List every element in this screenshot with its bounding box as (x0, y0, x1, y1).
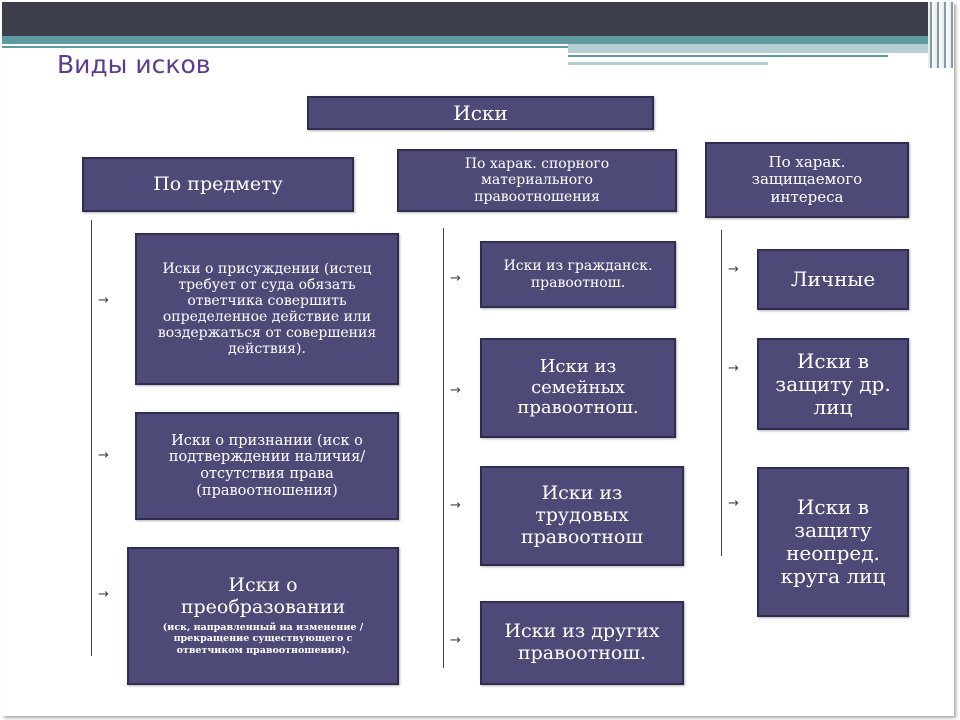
right-arrow-icon: → (450, 271, 461, 286)
claim-recognition-node: Иски о признании (иск о подтверждении на… (135, 412, 399, 520)
column-header-relation: По харак. спорного материального правоот… (397, 149, 677, 212)
column-header-subject: По предмету (82, 157, 354, 212)
header-band-pale (568, 44, 954, 53)
claim-civil-node: Иски из гражданск. правоотнош. (480, 241, 676, 308)
node-label: Иски из семейных правоотнош. (517, 355, 639, 419)
node-label: Иски о признании (иск о подтверждении на… (168, 432, 366, 499)
header-line (2, 46, 568, 48)
connector-line (91, 220, 92, 656)
claim-family-node: Иски из семейных правоотнош. (480, 338, 676, 438)
claim-indefinite-circle-node: Иски в защиту неопред. круга лиц (757, 467, 909, 617)
node-label: Иски из трудовых правоотнош (520, 482, 643, 548)
root-node: Иски (307, 96, 654, 130)
connector-line (443, 228, 444, 668)
right-arrow-icon: → (450, 633, 461, 648)
node-label: Личные (790, 267, 876, 291)
column-header-interest: По харак. защищаемого интереса (705, 142, 909, 218)
node-label: Иски о присуждении (истец требует от суд… (157, 260, 377, 358)
header-band-dark (2, 2, 954, 36)
claim-other-node: Иски из других правоотнош. (480, 601, 684, 685)
right-arrow-icon: → (98, 293, 109, 308)
column-header-label: По предмету (153, 172, 283, 195)
claim-award-node: Иски о присуждении (истец требует от суд… (135, 233, 399, 385)
connector-line (721, 230, 722, 556)
right-arrow-icon: → (728, 262, 739, 277)
column-header-label: По харак. спорного материального правоот… (464, 156, 610, 205)
node-label: Иски о преобразовании (180, 573, 346, 618)
node-label: Иски из гражданск. правоотнош. (503, 258, 653, 291)
node-label: Иски в защиту др. лиц (775, 348, 891, 419)
claim-others-defense-node: Иски в защиту др. лиц (757, 338, 909, 430)
claim-labor-node: Иски из трудовых правоотнош (480, 466, 684, 566)
header-line (568, 62, 768, 65)
right-arrow-icon: → (728, 496, 739, 511)
right-arrow-icon: → (450, 383, 461, 398)
right-arrow-icon: → (728, 361, 739, 376)
header-line (568, 55, 888, 57)
slide-title: Виды исков (57, 50, 211, 79)
right-arrow-icon: → (98, 448, 109, 463)
claim-transformation-node: Иски о преобразовании (иск, направленный… (127, 547, 399, 685)
node-note: (иск, направленный на изменение / прекра… (162, 621, 364, 657)
right-arrow-icon: → (98, 587, 109, 602)
root-label: Иски (453, 100, 508, 125)
node-label: Иски из других правоотнош. (504, 620, 660, 664)
right-arrow-icon: → (450, 498, 461, 513)
header-stripes (928, 2, 954, 68)
column-header-label: По харак. защищаемого интереса (751, 153, 863, 206)
node-label: Иски в защиту неопред. круга лиц (780, 495, 886, 588)
header-band-teal (2, 36, 954, 44)
claim-personal-node: Личные (757, 249, 909, 310)
